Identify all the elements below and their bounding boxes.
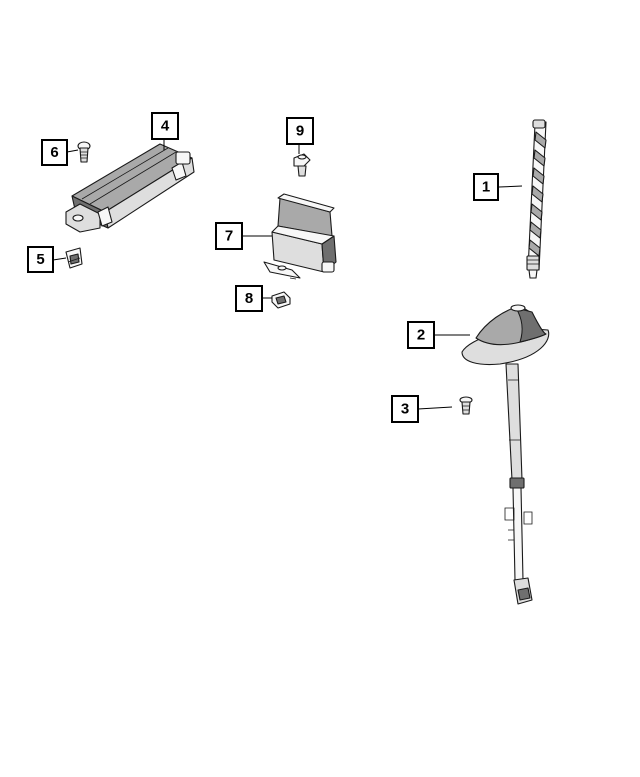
- leader-line-5: [52, 257, 67, 261]
- callout-5: 5: [27, 246, 54, 273]
- callout-2: 2: [407, 321, 435, 349]
- callout-7-label: 7: [225, 228, 233, 245]
- callout-3-label: 3: [401, 401, 409, 418]
- callout-3: 3: [391, 395, 419, 423]
- part-7-module-bracket: [263, 193, 337, 280]
- callout-2-label: 2: [417, 327, 425, 344]
- callout-1: 1: [473, 173, 499, 201]
- callout-6-label: 6: [50, 144, 58, 161]
- part-9-nut: [293, 153, 311, 177]
- part-6-screw: [77, 141, 91, 163]
- part-5-clip: [65, 247, 83, 269]
- leader-line-6: [66, 149, 79, 153]
- part-1-antenna-mast: [526, 119, 547, 279]
- callout-9-label: 9: [296, 123, 304, 140]
- callout-6: 6: [41, 139, 68, 166]
- callout-5-label: 5: [36, 251, 44, 268]
- part-2-shark-fin-antenna: [461, 304, 550, 605]
- callout-4-label: 4: [161, 118, 170, 135]
- part-3-screw: [459, 396, 473, 415]
- callout-1-label: 1: [482, 179, 490, 196]
- leader-line-1: [498, 185, 523, 188]
- callout-9: 9: [286, 117, 314, 145]
- leader-line-3: [417, 406, 453, 410]
- callout-7: 7: [215, 222, 243, 250]
- part-8-clip: [271, 291, 291, 309]
- callout-8: 8: [235, 285, 263, 312]
- callout-8-label: 8: [245, 290, 253, 307]
- callout-4: 4: [151, 112, 179, 140]
- part-4-amplifier-module: [65, 143, 195, 233]
